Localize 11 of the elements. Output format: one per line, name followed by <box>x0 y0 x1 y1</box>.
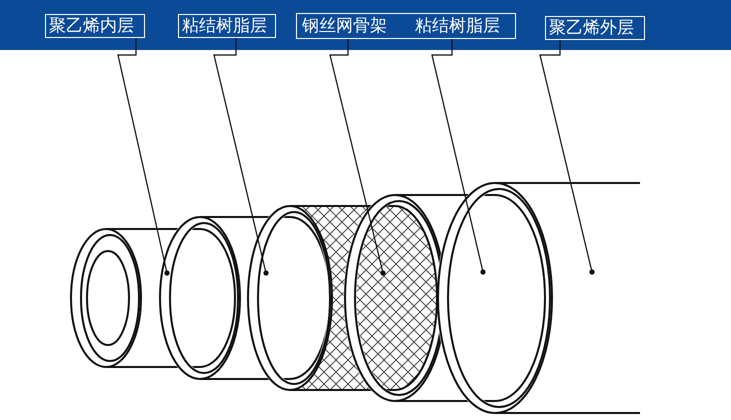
layer-label: 聚乙烯外层 <box>545 16 645 40</box>
inner-tube-layer <box>70 228 236 368</box>
layer-label: 粘结树脂层 <box>178 14 276 38</box>
leader-line <box>213 38 269 276</box>
layer-label: 钢丝网骨架 <box>299 15 397 37</box>
leader-line <box>431 39 486 275</box>
layer-label: 粘结树脂层 <box>412 15 512 37</box>
leader-line <box>117 38 170 276</box>
layer-label: 聚乙烯内层 <box>45 14 145 38</box>
leader-line <box>539 40 595 275</box>
leader-line <box>329 39 386 276</box>
